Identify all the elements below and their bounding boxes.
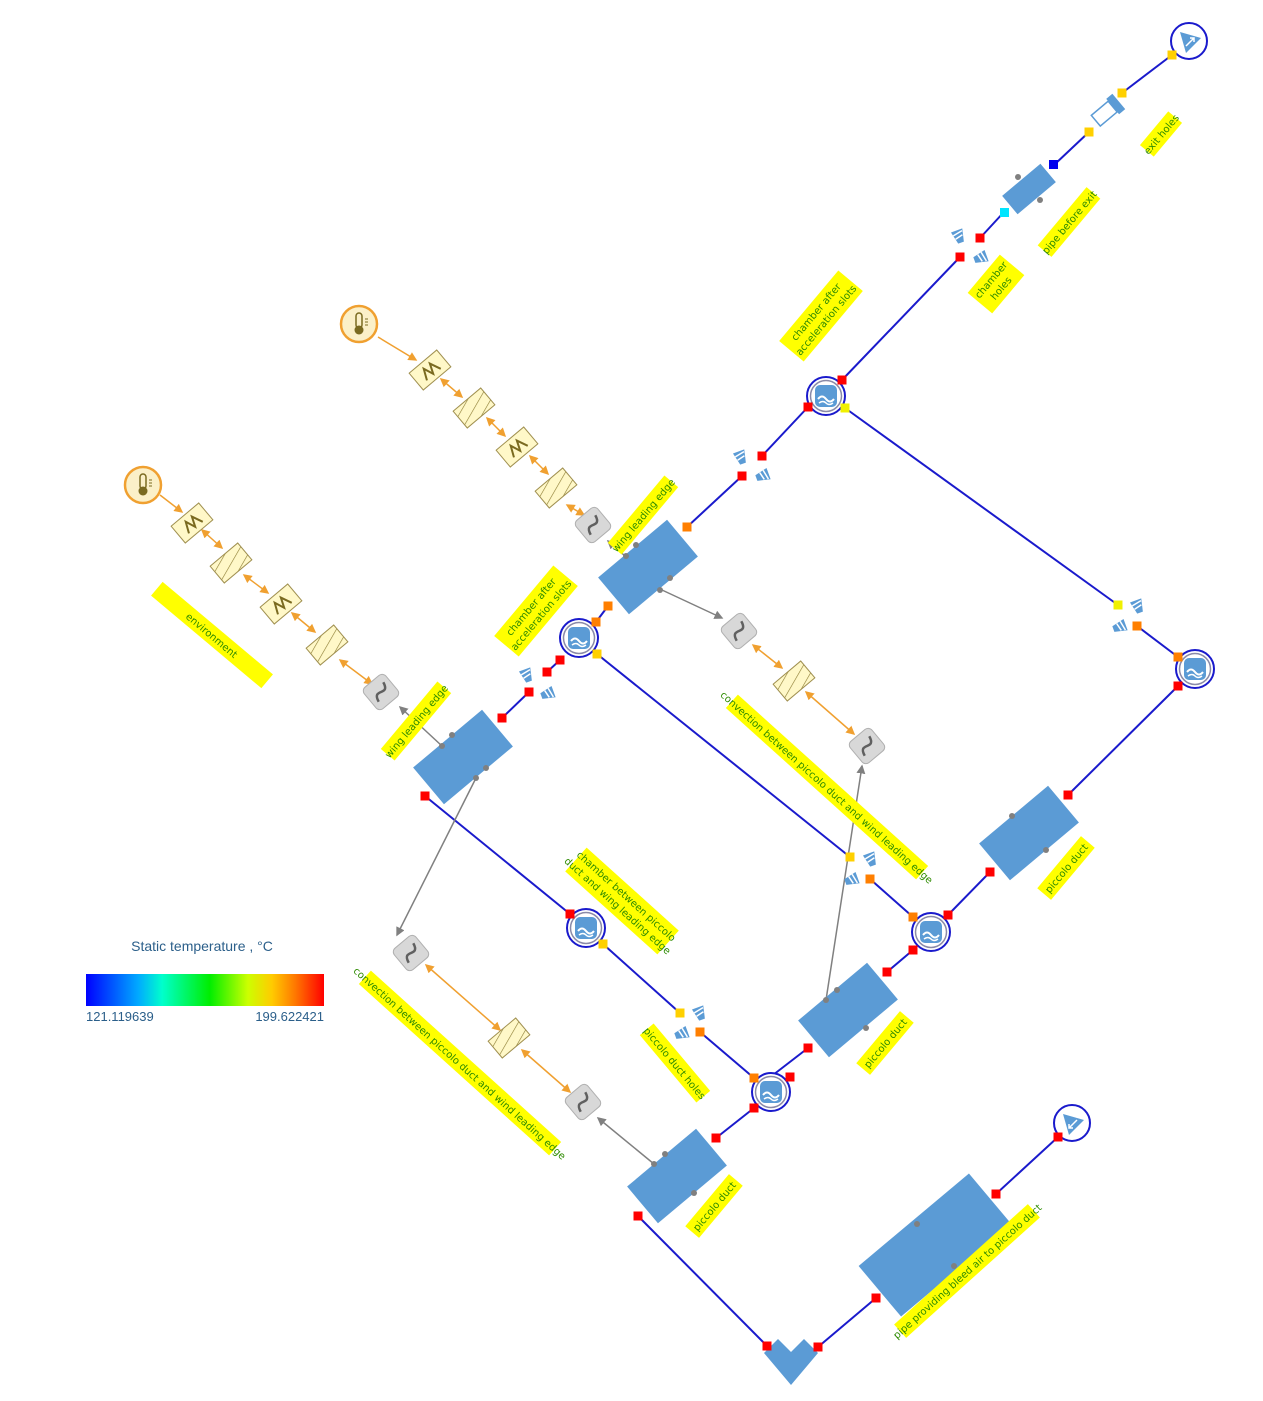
exit-holes-nozzle[interactable]	[1089, 93, 1126, 129]
convection-icon[interactable]	[572, 504, 614, 546]
orifice-holes[interactable]	[518, 227, 1147, 1043]
pipe-before-exit[interactable]	[1002, 163, 1056, 215]
svg-text:piccolo duct: piccolo duct	[1044, 842, 1091, 895]
label-chamber-after-slots-top: chamber after acceleration slots	[779, 270, 863, 362]
legend-min: 121.119639	[86, 1009, 154, 1024]
thermometer-icon[interactable]	[123, 465, 163, 505]
flow-lines	[424, 54, 1179, 1348]
thermal-lines	[159, 336, 856, 1093]
label-environment: environment	[151, 581, 273, 689]
legend-colorbar	[86, 974, 324, 1006]
bleed-pipe[interactable]	[858, 1173, 1012, 1317]
piccolo-duct-low[interactable]	[627, 1128, 727, 1224]
pipe-wing-lower[interactable]	[413, 709, 513, 805]
label-exit-holes: exit holes	[1139, 111, 1183, 157]
inlet-boundary-icon[interactable]	[1053, 1104, 1091, 1142]
pipe-wing-upper[interactable]	[598, 519, 698, 615]
outlet-boundary-icon[interactable]	[1170, 22, 1208, 60]
thermometer-icon[interactable]	[339, 304, 379, 344]
svg-text:convection between piccolo duc: convection between piccolo duct and wind…	[718, 690, 935, 887]
solid-wall-icon[interactable]	[305, 624, 349, 666]
label-chamber-holes: chamber holes	[967, 254, 1025, 314]
svg-text:environment: environment	[183, 611, 239, 660]
color-legend: Static temperature , °C 121.119639 199.6…	[86, 938, 326, 1024]
convection-icon[interactable]	[846, 725, 888, 767]
piccolo-duct-mid[interactable]	[798, 962, 898, 1058]
svg-text:piccolo duct: piccolo duct	[863, 1017, 910, 1070]
thermal-resistance-icon[interactable]	[408, 349, 452, 391]
convection-icon[interactable]	[718, 610, 760, 652]
convection-icon[interactable]	[390, 932, 432, 974]
label-pipe-before-exit: pipe before exit	[1037, 187, 1101, 257]
port-markers	[420, 50, 1183, 1352]
convection-icon[interactable]	[562, 1081, 604, 1123]
solid-wall-icon[interactable]	[534, 467, 578, 509]
svg-text:pipe before exit: pipe before exit	[1041, 189, 1100, 256]
thermal-resistance-icon[interactable]	[259, 583, 303, 625]
elbow-junction[interactable]	[764, 1339, 818, 1385]
label-convection-right: convection between piccolo duct and wind…	[718, 690, 935, 887]
convection-icon[interactable]	[360, 671, 402, 713]
legend-title: Static temperature , °C	[131, 938, 273, 954]
legend-max: 199.622421	[255, 1009, 324, 1024]
piccolo-duct-right[interactable]	[979, 785, 1079, 881]
svg-text:piccolo duct holes: piccolo duct holes	[641, 1026, 707, 1102]
svg-text:convection between piccolo duc: convection between piccolo duct and wind…	[351, 966, 568, 1163]
